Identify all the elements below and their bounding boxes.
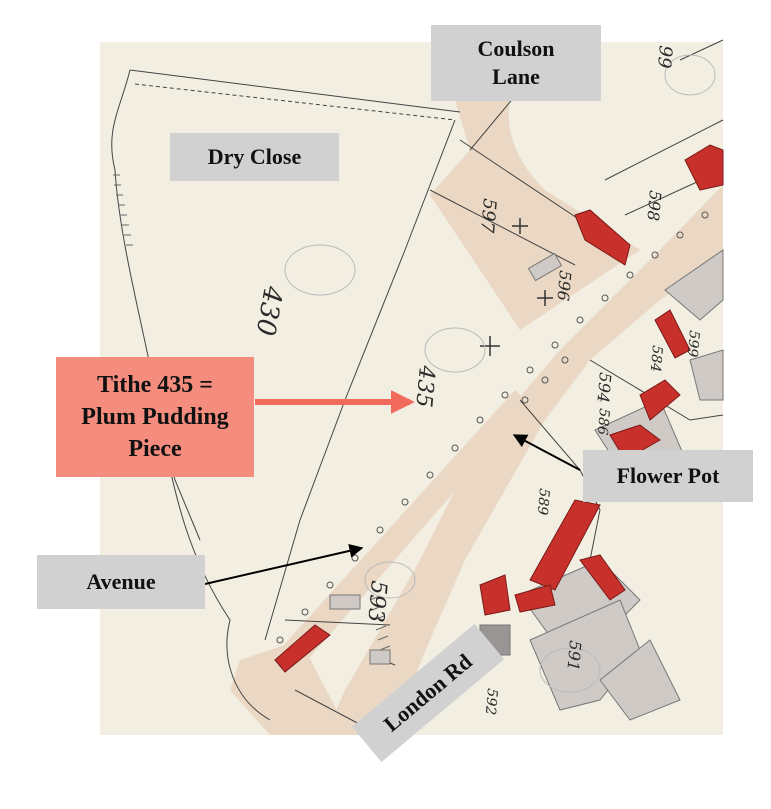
avenue-label: Avenue	[37, 555, 205, 609]
dry-close-label: Dry Close	[170, 133, 339, 181]
avenue-text: Avenue	[86, 569, 156, 594]
parcel-597: 597	[476, 198, 500, 235]
parcel-591: 591	[563, 640, 585, 672]
tree-symbols	[276, 211, 709, 644]
main-road	[325, 185, 723, 735]
tithe-label: Tithe 435 = Plum Pudding Piece	[56, 357, 254, 477]
parcel-599: 599	[684, 330, 702, 358]
red-buildings	[274, 144, 724, 673]
parcel-589: 589	[534, 488, 552, 516]
flower-pot-label: Flower Pot	[583, 450, 753, 502]
parcel-593: 593	[362, 579, 391, 623]
coulson-lane-line2: Lane	[492, 64, 540, 89]
parcel-435: 435	[410, 363, 439, 408]
tithe-line2: Plum Pudding	[81, 404, 229, 430]
parcel-596: 596	[553, 270, 575, 302]
parcel-592: 592	[482, 688, 500, 716]
parcel-586: 586	[594, 408, 612, 436]
tithe-line1: Tithe 435 =	[97, 372, 213, 398]
flower-pot-text: Flower Pot	[616, 463, 720, 488]
boundary-ticks	[113, 174, 391, 651]
grey-buildings	[329, 249, 724, 721]
coulson-lane-road	[430, 100, 640, 330]
tithe-line3: Piece	[128, 436, 182, 462]
dry-close-text: Dry Close	[207, 144, 302, 169]
lower-road-spur	[230, 640, 350, 735]
flower-pot-arrow	[512, 434, 581, 471]
parcel-numbers: 430 435 593 594 596 597 598 599 584 586 …	[249, 45, 701, 716]
coulson-lane-label: Coulson Lane	[431, 25, 601, 101]
avenue-arrow	[204, 543, 364, 585]
parcel-99: 99	[653, 45, 676, 70]
parcel-598: 598	[643, 190, 665, 222]
pencil-circles	[284, 54, 716, 693]
parcel-594: 594	[593, 372, 615, 404]
parcel-584: 584	[647, 345, 665, 373]
survey-crosses	[480, 218, 553, 356]
coulson-lane-line1: Coulson	[477, 36, 555, 61]
